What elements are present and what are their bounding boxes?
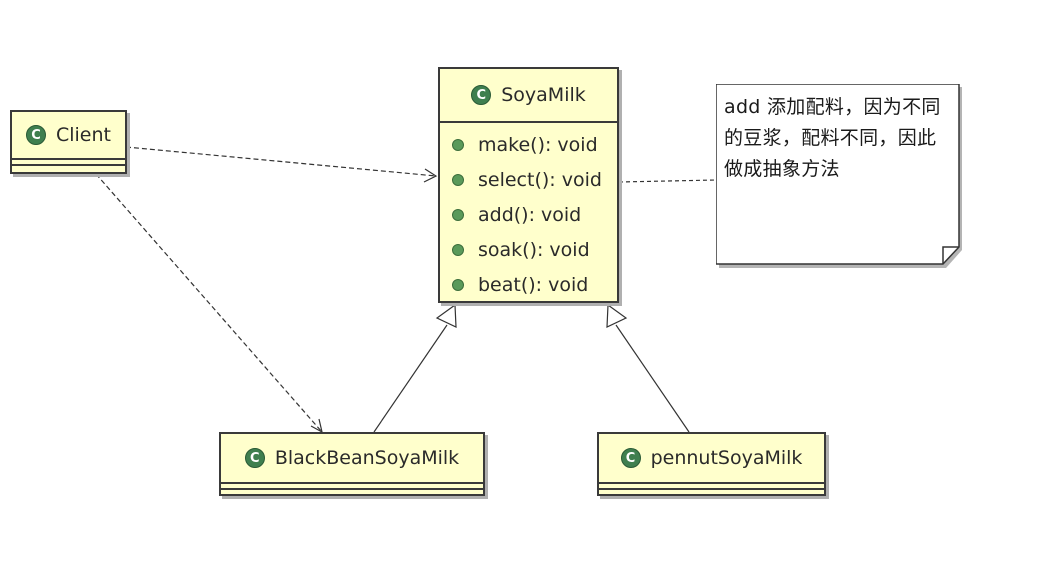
class-icon: C	[25, 125, 46, 145]
operation-label: soak(): void	[478, 238, 590, 261]
class-blackbeansoyamilk[interactable]: C BlackBeanSoyaMilk	[219, 432, 485, 496]
class-icon: C	[471, 85, 492, 105]
class-name: BlackBeanSoyaMilk	[274, 447, 460, 469]
operation-label: add(): void	[478, 203, 582, 226]
class-header: C pennutSoyaMilk	[599, 434, 824, 482]
class-header: C SoyaMilk	[440, 69, 617, 121]
operations-compartment	[599, 488, 824, 494]
class-client[interactable]: C Client	[10, 110, 127, 174]
generalization-triangle-pennut	[606, 303, 628, 328]
public-method-icon	[452, 278, 464, 291]
dependency-client-soyamilk	[125, 146, 437, 177]
operation-row[interactable]: add(): void	[440, 197, 617, 232]
operations-compartment	[12, 164, 125, 170]
generalization-blackbean-soyamilk	[373, 324, 448, 433]
note-text: add 添加配料，因为不同的豆浆，配料不同，因此做成抽象方法	[724, 96, 941, 180]
class-header: C BlackBeanSoyaMilk	[221, 434, 483, 482]
class-name: SoyaMilk	[501, 84, 586, 106]
attributes-compartment	[12, 158, 125, 164]
note-anchor-line	[618, 179, 717, 183]
public-method-icon	[452, 243, 464, 256]
operation-row[interactable]: soak(): void	[440, 232, 617, 267]
operations-compartment	[221, 488, 483, 494]
public-method-icon	[452, 208, 464, 221]
attributes-compartment	[599, 482, 824, 488]
note[interactable]: add 添加配料，因为不同的豆浆，配料不同，因此做成抽象方法	[716, 84, 962, 268]
operation-row[interactable]: select(): void	[440, 162, 617, 197]
operation-label: beat(): void	[478, 273, 589, 296]
class-icon: C	[620, 448, 641, 468]
generalization-pennut-soyamilk	[615, 324, 690, 433]
class-soyamilk[interactable]: C SoyaMilk make(): void select(): void a…	[438, 67, 619, 303]
operation-row[interactable]: beat(): void	[440, 267, 617, 302]
note-shape	[716, 84, 962, 268]
generalization-triangle-blackbean	[435, 303, 457, 328]
class-name: Client	[55, 124, 111, 146]
class-pennutsoyamilk[interactable]: C pennutSoyaMilk	[597, 432, 826, 496]
class-header: C Client	[12, 112, 125, 158]
operation-label: select(): void	[478, 168, 602, 191]
operation-row[interactable]: make(): void	[440, 127, 617, 162]
dependency-client-blackbean	[95, 173, 323, 433]
class-name: pennutSoyaMilk	[650, 447, 803, 469]
class-icon: C	[244, 448, 265, 468]
public-method-icon	[452, 138, 464, 151]
operation-label: make(): void	[478, 133, 598, 156]
operations-compartment: make(): void select(): void add(): void …	[440, 121, 617, 302]
attributes-compartment	[221, 482, 483, 488]
dependency-arrowhead-soyamilk	[423, 168, 438, 183]
public-method-icon	[452, 173, 464, 186]
